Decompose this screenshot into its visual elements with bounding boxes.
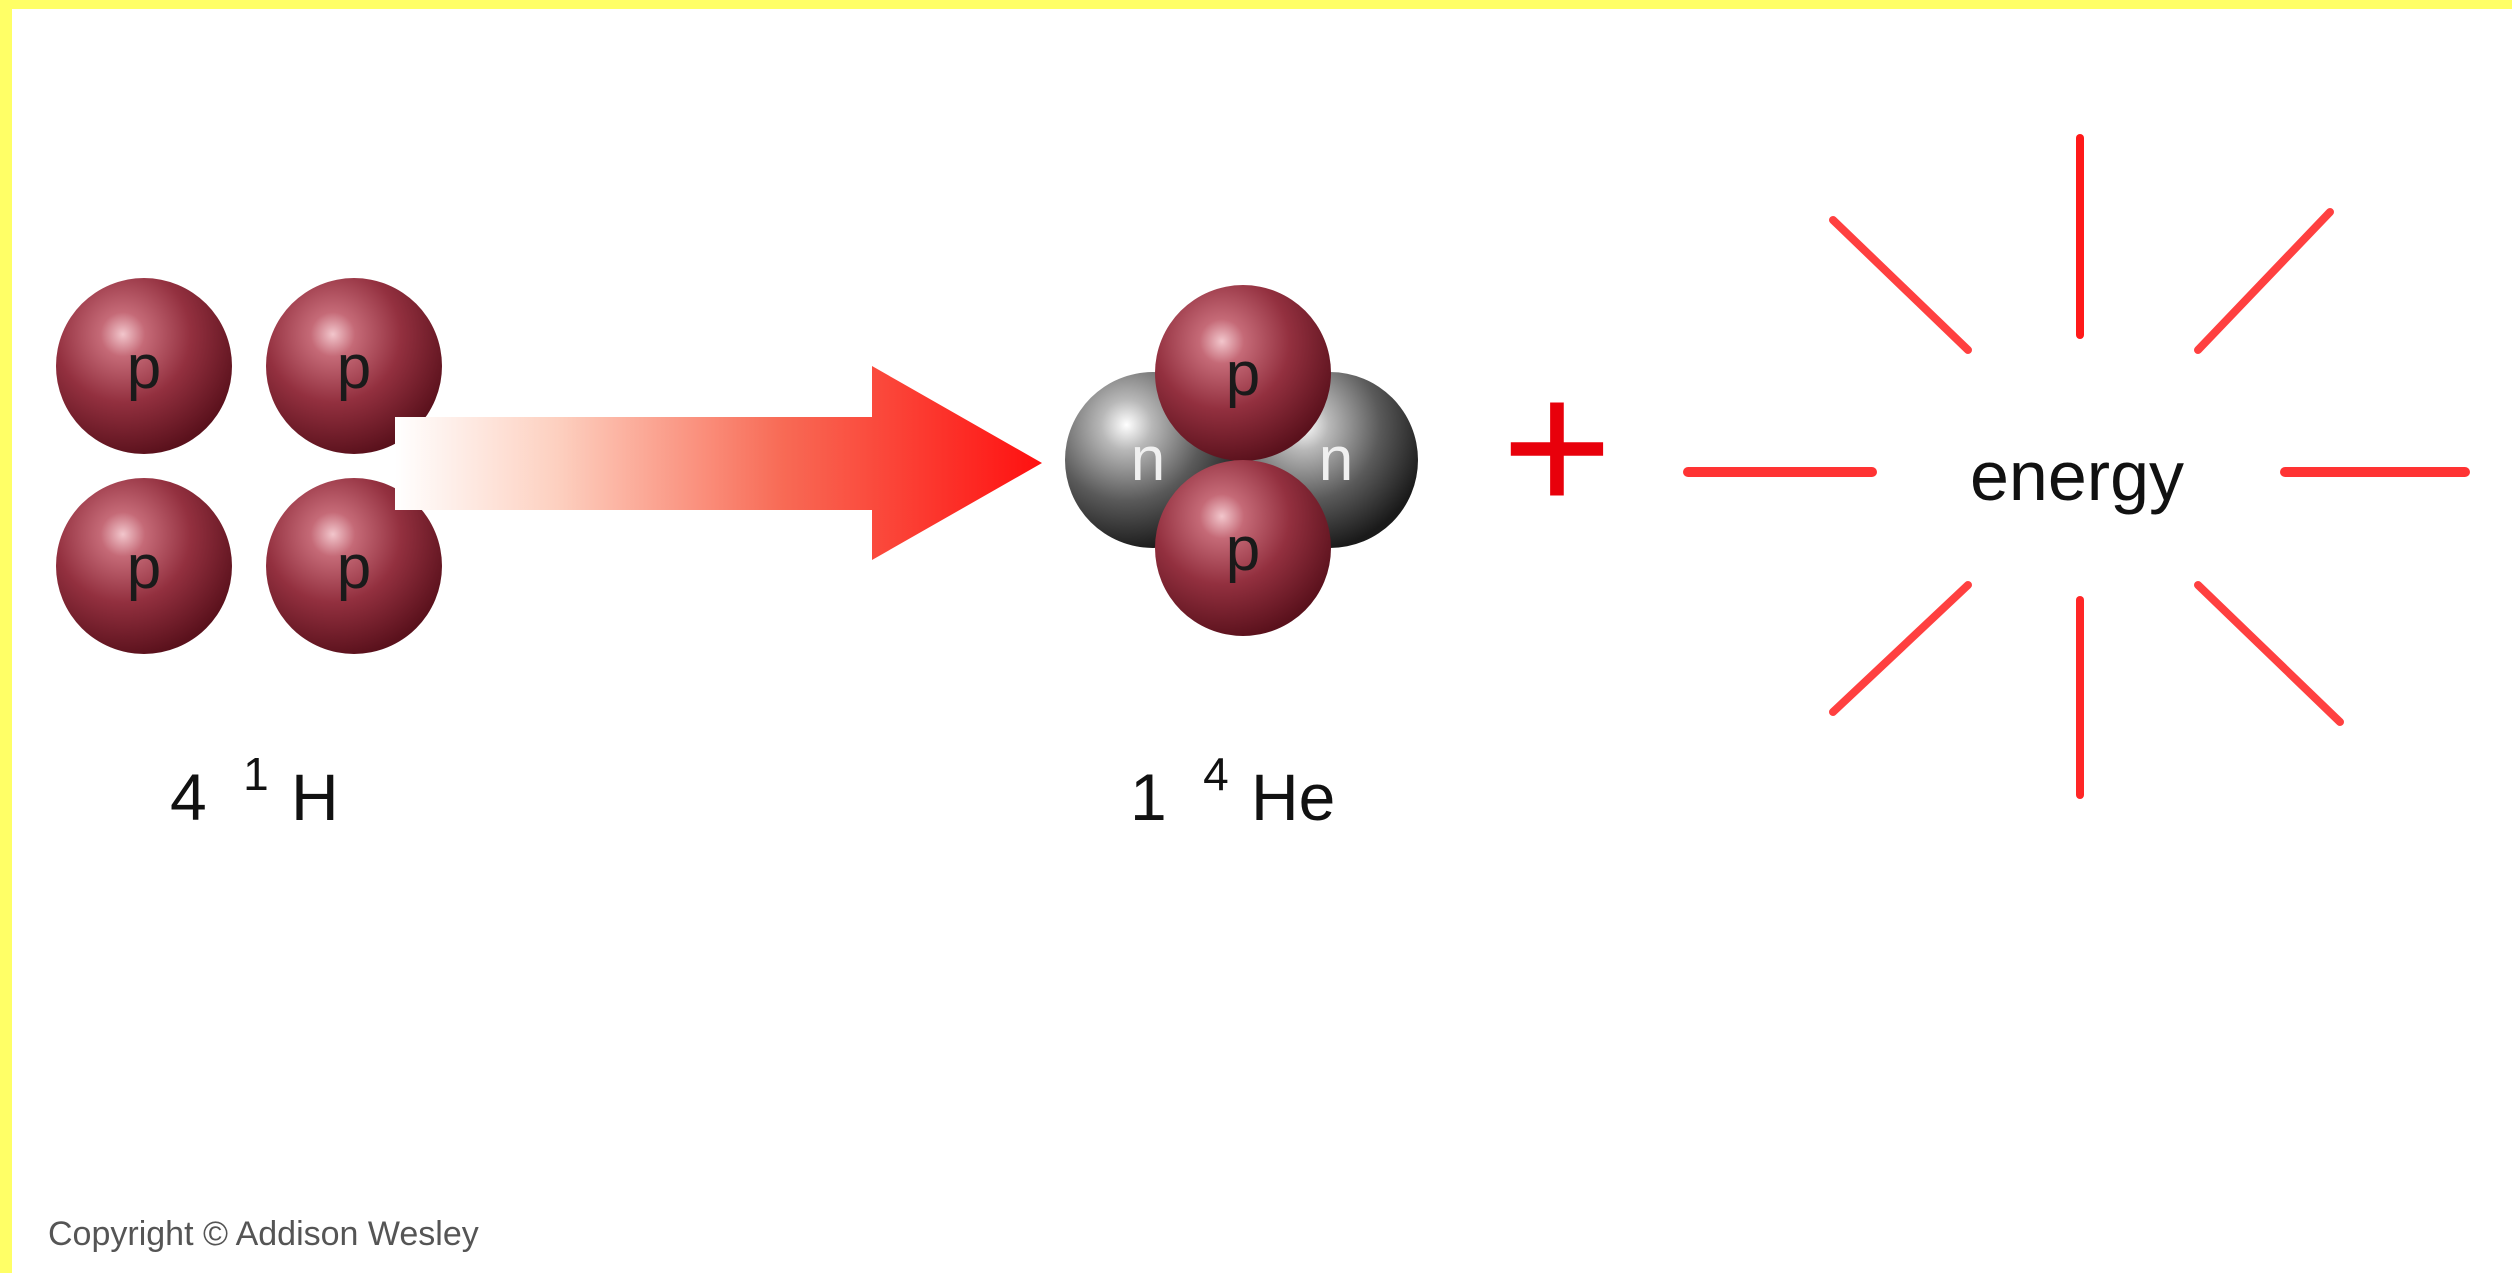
reactant-label: 4 1 H — [170, 730, 339, 834]
energy-ray-bottom-left — [1829, 581, 1972, 716]
plus-sign-text: + — [1502, 341, 1613, 553]
frame-border-top — [0, 0, 2512, 9]
copyright-text: Copyright © Addison Wesley — [48, 1215, 479, 1253]
proton-label: p — [337, 333, 371, 402]
reactant-mass-number: 1 — [243, 748, 269, 800]
reactant-proton-4: p — [266, 478, 442, 654]
energy-burst — [1683, 134, 2470, 799]
proton-label: p — [1226, 515, 1260, 584]
energy-ray-top-right — [2194, 208, 2334, 354]
reactant-protons: p p p p — [56, 278, 442, 654]
reactant-coefficient: 4 — [170, 760, 207, 834]
product-symbol: He — [1251, 760, 1335, 834]
reactant-proton-2: p — [266, 278, 442, 454]
proton-label: p — [127, 333, 161, 402]
reactant-symbol: H — [291, 760, 339, 834]
helium-nucleus: n n p p — [1065, 285, 1418, 636]
reaction-arrow — [395, 366, 1042, 560]
proton-label: p — [127, 533, 161, 602]
proton-bottom: p — [1155, 460, 1331, 636]
proton-label: p — [1226, 340, 1260, 409]
energy-label: energy — [1970, 437, 2184, 515]
product-label: 1 4 He — [1130, 730, 1335, 834]
proton-label: p — [337, 533, 371, 602]
energy-ray-top-left — [1829, 216, 1972, 354]
product-mass-number: 4 — [1203, 748, 1229, 800]
frame-border-left — [0, 0, 12, 1273]
plus-sign: + — [1502, 341, 1613, 553]
product-coefficient: 1 — [1130, 760, 1167, 834]
reactant-proton-1: p — [56, 278, 232, 454]
proton-top: p — [1155, 285, 1331, 461]
neutron-label: n — [1319, 425, 1353, 494]
energy-ray-bottom-right — [2194, 581, 2344, 726]
reactant-proton-3: p — [56, 478, 232, 654]
neutron-label: n — [1131, 425, 1165, 494]
